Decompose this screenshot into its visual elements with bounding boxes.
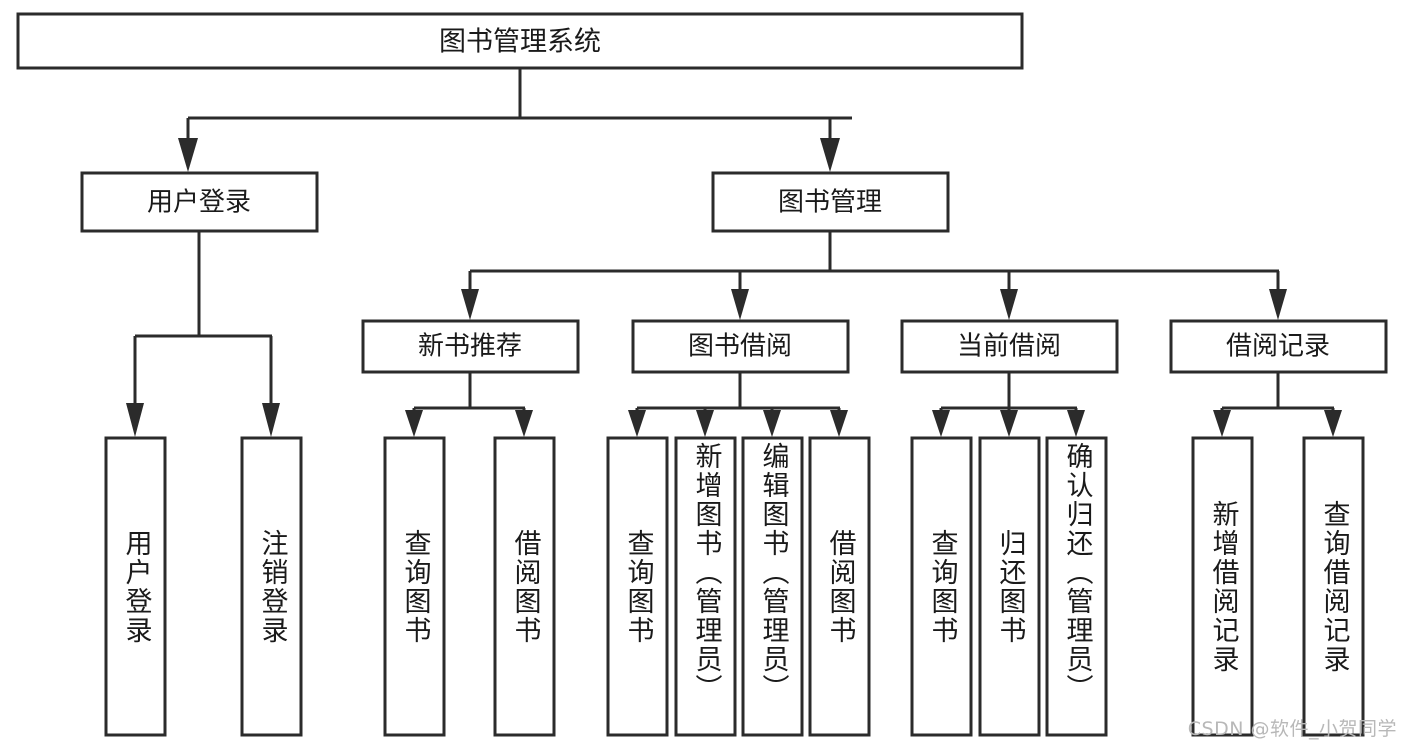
node-current-borrow-label: 当前借阅 [957,332,1061,362]
arrow-head-level3-1 [461,289,479,320]
node-root-box[interactable] [16,12,1024,70]
node-borrow-record[interactable]: 借阅记录 [1169,319,1388,374]
node-new-book-recommend[interactable]: 新书推荐 [361,319,580,374]
leaf-box-borrow-record-1[interactable] [1191,436,1254,737]
arrow-head-book-borrow-2 [696,410,714,437]
arrow-head-level3-3 [1000,289,1018,320]
arrow-head-book-borrow-1 [628,410,646,437]
node-borrow-record-label: 借阅记录 [1226,332,1330,362]
node-book-borrow[interactable]: 图书借阅 [631,319,850,374]
leaf-box-new-book-1[interactable] [383,436,446,737]
arrow-head-borrow-record-2 [1324,410,1342,437]
arrow-head-book-borrow-3 [763,410,781,437]
leaf-box-book-borrow-2[interactable] [674,436,737,737]
node-book-management[interactable]: 图书管理 [711,171,950,233]
leaf-box-current-borrow-2[interactable] [978,436,1041,737]
leaf-box-new-book-2[interactable] [493,436,556,737]
leaf-box-current-borrow-1[interactable] [910,436,973,737]
node-new-book-recommend-box[interactable] [361,319,580,374]
arrow-head-new-book-1 [405,410,423,437]
node-new-book-recommend-label: 新书推荐 [418,332,522,362]
node-book-borrow-box[interactable] [631,319,850,374]
leaf-box-user-login-2[interactable] [240,436,303,737]
arrow-head-new-book-2 [515,410,533,437]
node-current-borrow-box[interactable] [900,319,1119,374]
leaf-box-borrow-record-2[interactable] [1302,436,1365,737]
leaf-box-book-borrow-4[interactable] [808,436,871,737]
leaf-box-book-borrow-3[interactable] [741,436,804,737]
arrow-head-level3-2 [731,289,749,320]
arrow-head-user-login-1 [126,403,144,437]
arrow-head-level2-2 [820,138,840,172]
node-user-login[interactable]: 用户登录 [80,171,319,233]
arrow-head-borrow-record-1 [1213,410,1231,437]
node-root[interactable]: 图书管理系统 [16,12,1024,70]
arrow-head-current-borrow-2 [1000,410,1018,437]
node-current-borrow[interactable]: 当前借阅 [900,319,1119,374]
leaf-box-current-borrow-3[interactable] [1045,436,1108,737]
leaf-box-user-login-1[interactable] [104,436,167,737]
arrow-head-level2-1 [178,138,198,172]
node-user-login-label: 用户登录 [147,188,251,218]
node-root-label: 图书管理系统 [439,27,601,58]
node-borrow-record-box[interactable] [1169,319,1388,374]
arrow-head-current-borrow-1 [932,410,950,437]
arrow-head-current-borrow-3 [1067,410,1085,437]
arrow-head-book-borrow-4 [830,410,848,437]
node-book-management-label: 图书管理 [778,188,882,218]
leaf-box-book-borrow-1[interactable] [606,436,669,737]
node-book-borrow-label: 图书借阅 [688,332,792,362]
csdn-watermark: CSDN @软件_小贺同学 [1187,718,1397,740]
node-book-management-box[interactable] [711,171,950,233]
arrow-head-user-login-2 [262,403,280,437]
arrow-head-level3-4 [1269,289,1287,320]
